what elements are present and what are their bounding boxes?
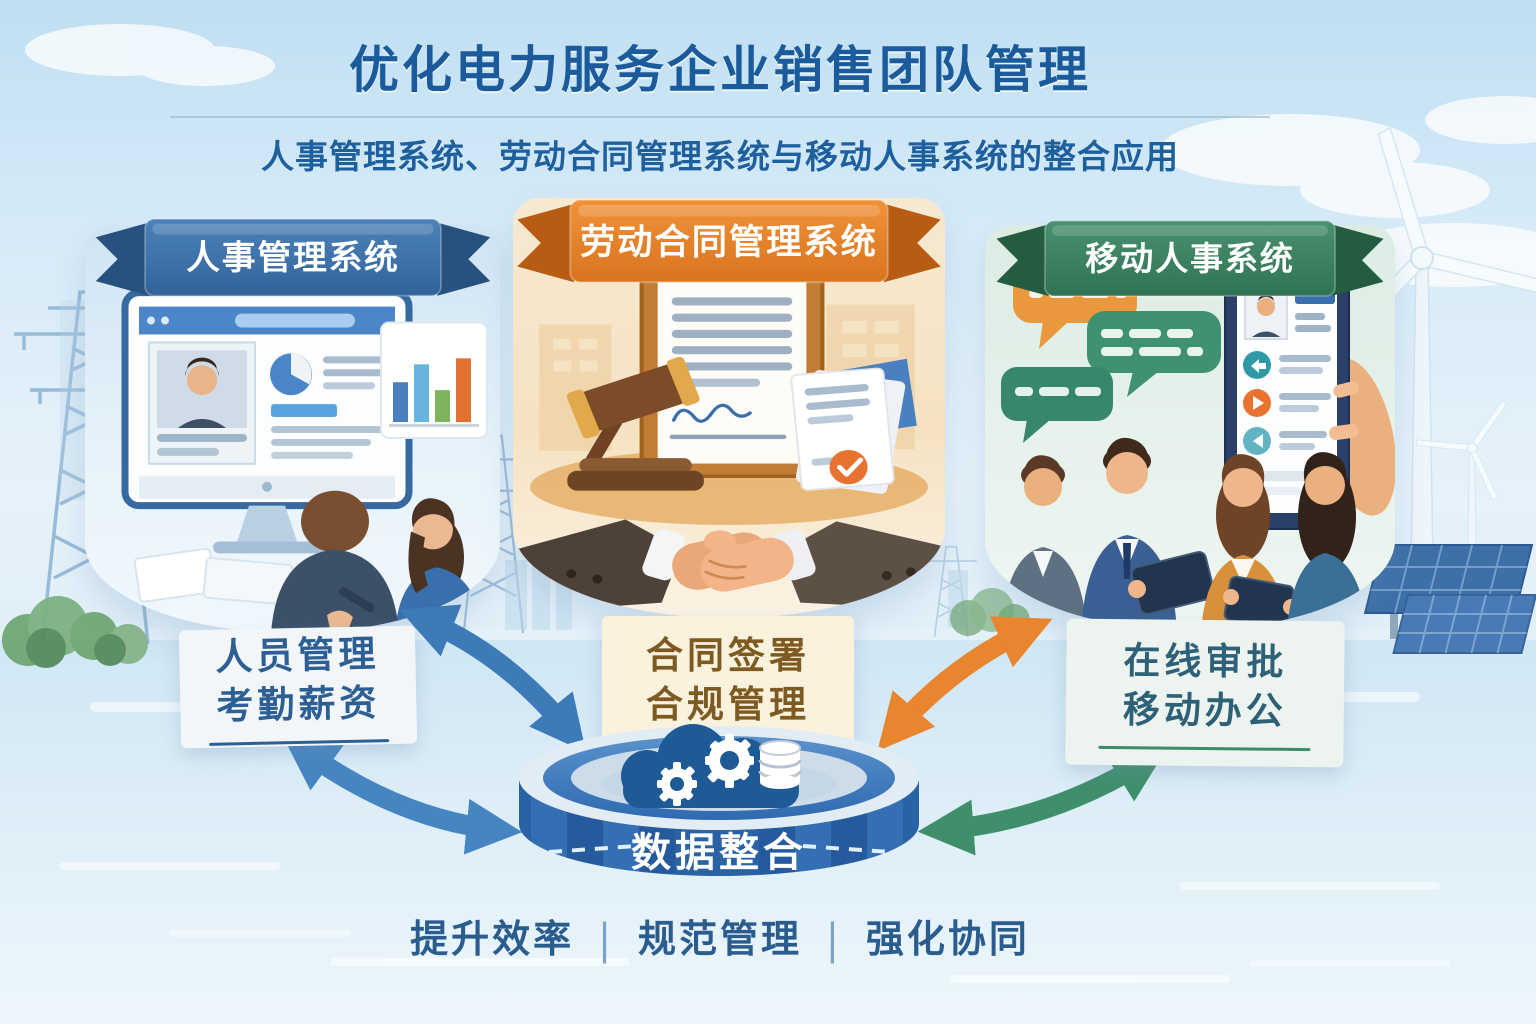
caption-underline bbox=[1098, 745, 1311, 751]
hr-bar-chart-card bbox=[380, 321, 488, 439]
tagline-item-1: 提升效率 bbox=[410, 917, 575, 961]
banner-contract-system: 劳动合同管理系统 bbox=[517, 198, 941, 284]
footer-tagline: 提升效率 | 规范管理 | 强化协同 bbox=[360, 908, 1080, 963]
banner-hr-system: 人事管理系统 bbox=[95, 218, 490, 297]
bushes bbox=[2, 588, 1030, 668]
header: 优化电力服务企业销售团队管理 人事管理系统、劳动合同管理系统与移动人事系统的整合… bbox=[150, 30, 1290, 178]
gear-icon bbox=[705, 734, 754, 788]
hr-desk-papers bbox=[133, 547, 294, 606]
solar-panel-icon bbox=[1363, 544, 1536, 654]
banner-contract-label: 劳动合同管理系统 bbox=[580, 222, 878, 263]
signed-documents bbox=[790, 358, 917, 494]
signature-scribble bbox=[671, 403, 752, 423]
caption-contract-line2: 合规管理 bbox=[646, 682, 810, 726]
banner-mobile-system: 移动人事系统 bbox=[996, 219, 1384, 297]
caption-mobile-line2: 移动办公 bbox=[1122, 687, 1288, 733]
panel-contract-system: 劳动合同管理系统 bbox=[513, 198, 945, 618]
tagline-item-3: 强化协同 bbox=[865, 917, 1030, 961]
hub-label: 数据整合 bbox=[631, 830, 807, 876]
banner-hr-label: 人事管理系统 bbox=[186, 238, 400, 277]
title-divider bbox=[170, 116, 1270, 118]
contract-illustration bbox=[513, 198, 945, 618]
gear-icon bbox=[657, 762, 697, 806]
team-figures bbox=[1001, 437, 1367, 630]
tagline-separator: | bbox=[826, 914, 842, 964]
caption-mobile-line1: 在线审批 bbox=[1123, 638, 1288, 684]
gavel-icon bbox=[566, 356, 704, 491]
panel-mobile-system: 移动人事系统 bbox=[985, 219, 1395, 630]
tagline-separator: | bbox=[598, 914, 614, 964]
tagline-item-2: 规范管理 bbox=[637, 917, 802, 961]
caption-contract-line1: 合同签署 bbox=[646, 633, 810, 677]
data-integration-hub: 数据整合 bbox=[519, 724, 919, 876]
banner-mobile-label: 移动人事系统 bbox=[1085, 239, 1295, 278]
seal-check-icon bbox=[829, 450, 868, 485]
band-dashes bbox=[548, 844, 892, 854]
caption-hr-line1: 人员管理 bbox=[214, 631, 380, 679]
database-icon bbox=[758, 740, 802, 789]
hr-illustration bbox=[85, 225, 500, 633]
caption-hr: 人员管理 考勤薪资 bbox=[178, 625, 418, 749]
page-subtitle: 人事管理系统、劳动合同管理系统与移动人事系统的整合应用 bbox=[261, 137, 1179, 176]
caption-mobile: 在线审批 移动办公 bbox=[1065, 618, 1345, 768]
page-title: 优化电力服务企业销售团队管理 bbox=[349, 41, 1091, 99]
hr-staff-figures bbox=[271, 490, 483, 633]
caption-hr-line2: 考勤薪资 bbox=[215, 680, 381, 728]
handshake-icon bbox=[513, 519, 945, 614]
panel-hr-system: 人事管理系统 bbox=[85, 218, 500, 633]
caption-underline bbox=[209, 738, 389, 746]
